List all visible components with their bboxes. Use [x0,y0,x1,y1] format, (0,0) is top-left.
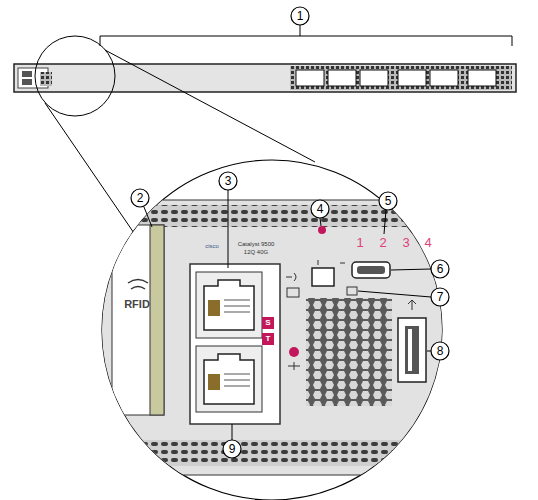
callout-number: 1 [297,10,304,22]
port-number: 3 [402,236,409,249]
port-number: 4 [424,236,431,249]
port-number: 1 [356,236,363,249]
callout-number: 5 [385,195,392,207]
callout-number: 4 [317,203,324,215]
callout-number: 6 [437,263,444,275]
status-icon-letter: S [265,319,270,327]
brand-logo: cisco [205,243,219,249]
model-name: Catalyst 9500 [238,241,275,247]
callout-number: 9 [229,443,236,455]
callout-number: 8 [437,345,444,357]
callout-number: 7 [437,291,444,303]
status-icon-letter: T [266,335,271,343]
rfid-label: RFID [124,299,150,310]
callout-number: 3 [225,175,232,187]
model-variant: 12Q 40G [244,249,268,255]
port-number: 2 [379,236,386,249]
callout-number: 2 [137,192,144,204]
